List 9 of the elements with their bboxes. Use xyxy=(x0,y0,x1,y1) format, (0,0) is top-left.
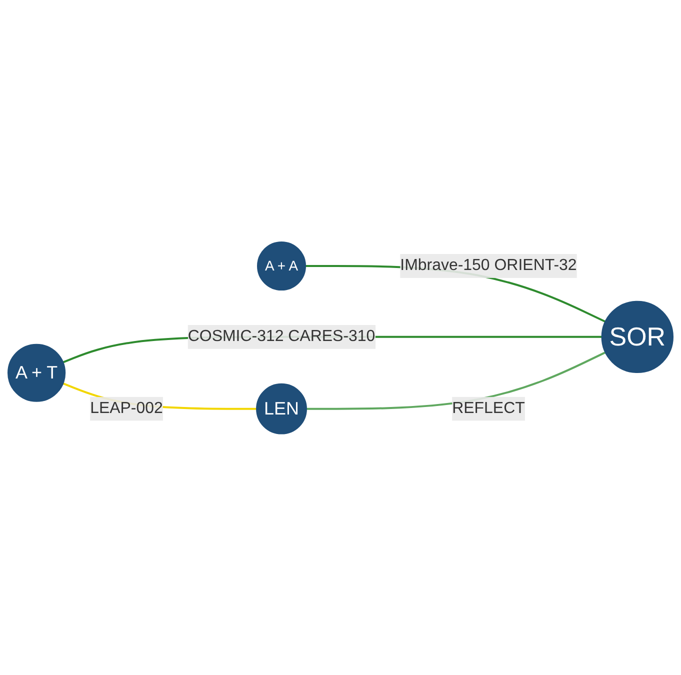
edge-label: LEAP-002 xyxy=(90,399,163,416)
node-circle: A + T xyxy=(8,343,66,402)
node-circle: A + A xyxy=(257,241,306,290)
edge-label: REFLECT xyxy=(452,399,525,416)
node-circle: SOR xyxy=(601,300,674,373)
node-circle: LEN xyxy=(256,382,307,434)
edge-label: COSMIC-312 CARES-310 xyxy=(188,328,376,345)
edge-label: IMbrave-150 ORIENT-32 xyxy=(400,256,577,274)
connector xyxy=(306,351,606,410)
